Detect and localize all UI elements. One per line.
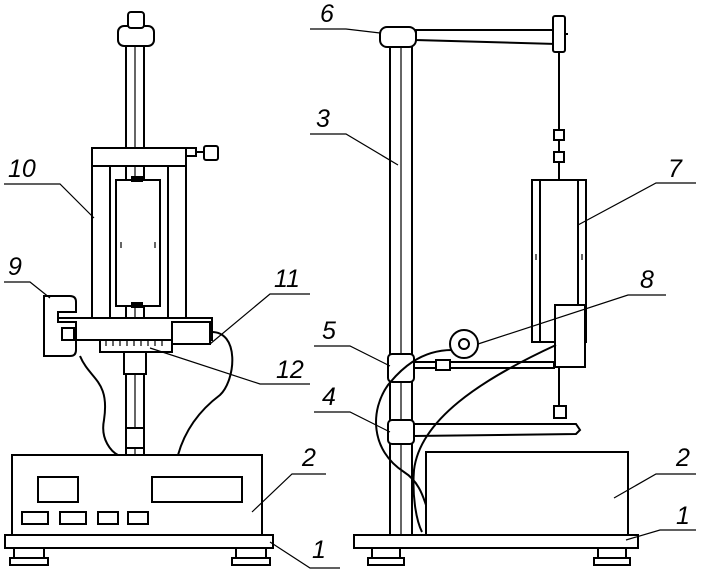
right-foot-left-pad xyxy=(367,557,405,566)
label-4: 4 xyxy=(322,383,336,411)
label-1-left: 1 xyxy=(312,536,326,564)
label-12: 12 xyxy=(276,356,304,384)
left-button-4 xyxy=(127,511,149,525)
left-button-3 xyxy=(97,511,119,525)
label-2-left: 2 xyxy=(301,444,316,472)
right-cable-2 xyxy=(412,344,557,533)
right-bottom-link xyxy=(553,405,567,419)
left-sample-tube xyxy=(115,179,161,307)
right-foot-left xyxy=(371,547,401,559)
left-foot-right xyxy=(235,547,267,559)
left-button-2 xyxy=(59,511,87,525)
left-foot-right-pad xyxy=(231,557,271,566)
right-sample-holder xyxy=(554,304,586,368)
left-scale xyxy=(99,339,173,353)
right-bracket-lower xyxy=(387,419,415,445)
right-foot-right xyxy=(597,547,627,559)
right-arm xyxy=(415,29,557,46)
right-wire-link-1 xyxy=(553,129,565,141)
left-rod-collar xyxy=(123,351,147,375)
left-furnace-top-tab xyxy=(185,147,197,157)
left-rod-clamp xyxy=(125,427,145,449)
label-5: 5 xyxy=(322,317,336,345)
left-scale-ticks xyxy=(105,340,163,346)
right-instrument xyxy=(353,15,639,566)
right-arm-lower xyxy=(413,423,582,438)
left-foot-left xyxy=(13,547,45,559)
label-9: 9 xyxy=(8,253,22,281)
right-bracket-upper xyxy=(387,353,415,383)
labels: 1 1 2 2 3 4 5 6 7 8 9 10 11 12 xyxy=(8,0,690,564)
right-wire-link-2 xyxy=(553,151,565,163)
left-display-large xyxy=(151,476,243,503)
label-3: 3 xyxy=(316,105,330,133)
label-1-right: 1 xyxy=(676,502,690,530)
left-control-box xyxy=(11,454,263,536)
right-foot-right-pad xyxy=(593,557,631,566)
left-cable-1 xyxy=(79,355,119,456)
left-furnace-top-plate xyxy=(91,147,187,167)
left-base-plate xyxy=(4,534,274,549)
label-11: 11 xyxy=(274,265,300,293)
left-lower-block xyxy=(171,321,211,345)
left-display-small xyxy=(37,476,79,503)
leader-lines xyxy=(4,28,696,569)
label-2-right: 2 xyxy=(675,444,690,472)
right-control-box xyxy=(425,451,629,536)
left-instrument xyxy=(4,11,274,566)
left-foot-left-pad xyxy=(9,557,49,566)
left-furnace-side-knob xyxy=(203,145,219,161)
right-arm-joint xyxy=(379,26,417,48)
left-top-knob-cap xyxy=(127,11,145,29)
right-arm-end xyxy=(552,15,566,53)
right-base-plate xyxy=(353,534,639,549)
left-clamp xyxy=(43,295,77,357)
label-6: 6 xyxy=(320,0,334,28)
right-arm-upper xyxy=(413,361,555,369)
left-button-1 xyxy=(21,511,49,525)
label-7: 7 xyxy=(668,155,683,183)
left-cable-2 xyxy=(177,330,234,456)
label-10: 10 xyxy=(8,155,36,183)
label-8: 8 xyxy=(640,266,654,294)
